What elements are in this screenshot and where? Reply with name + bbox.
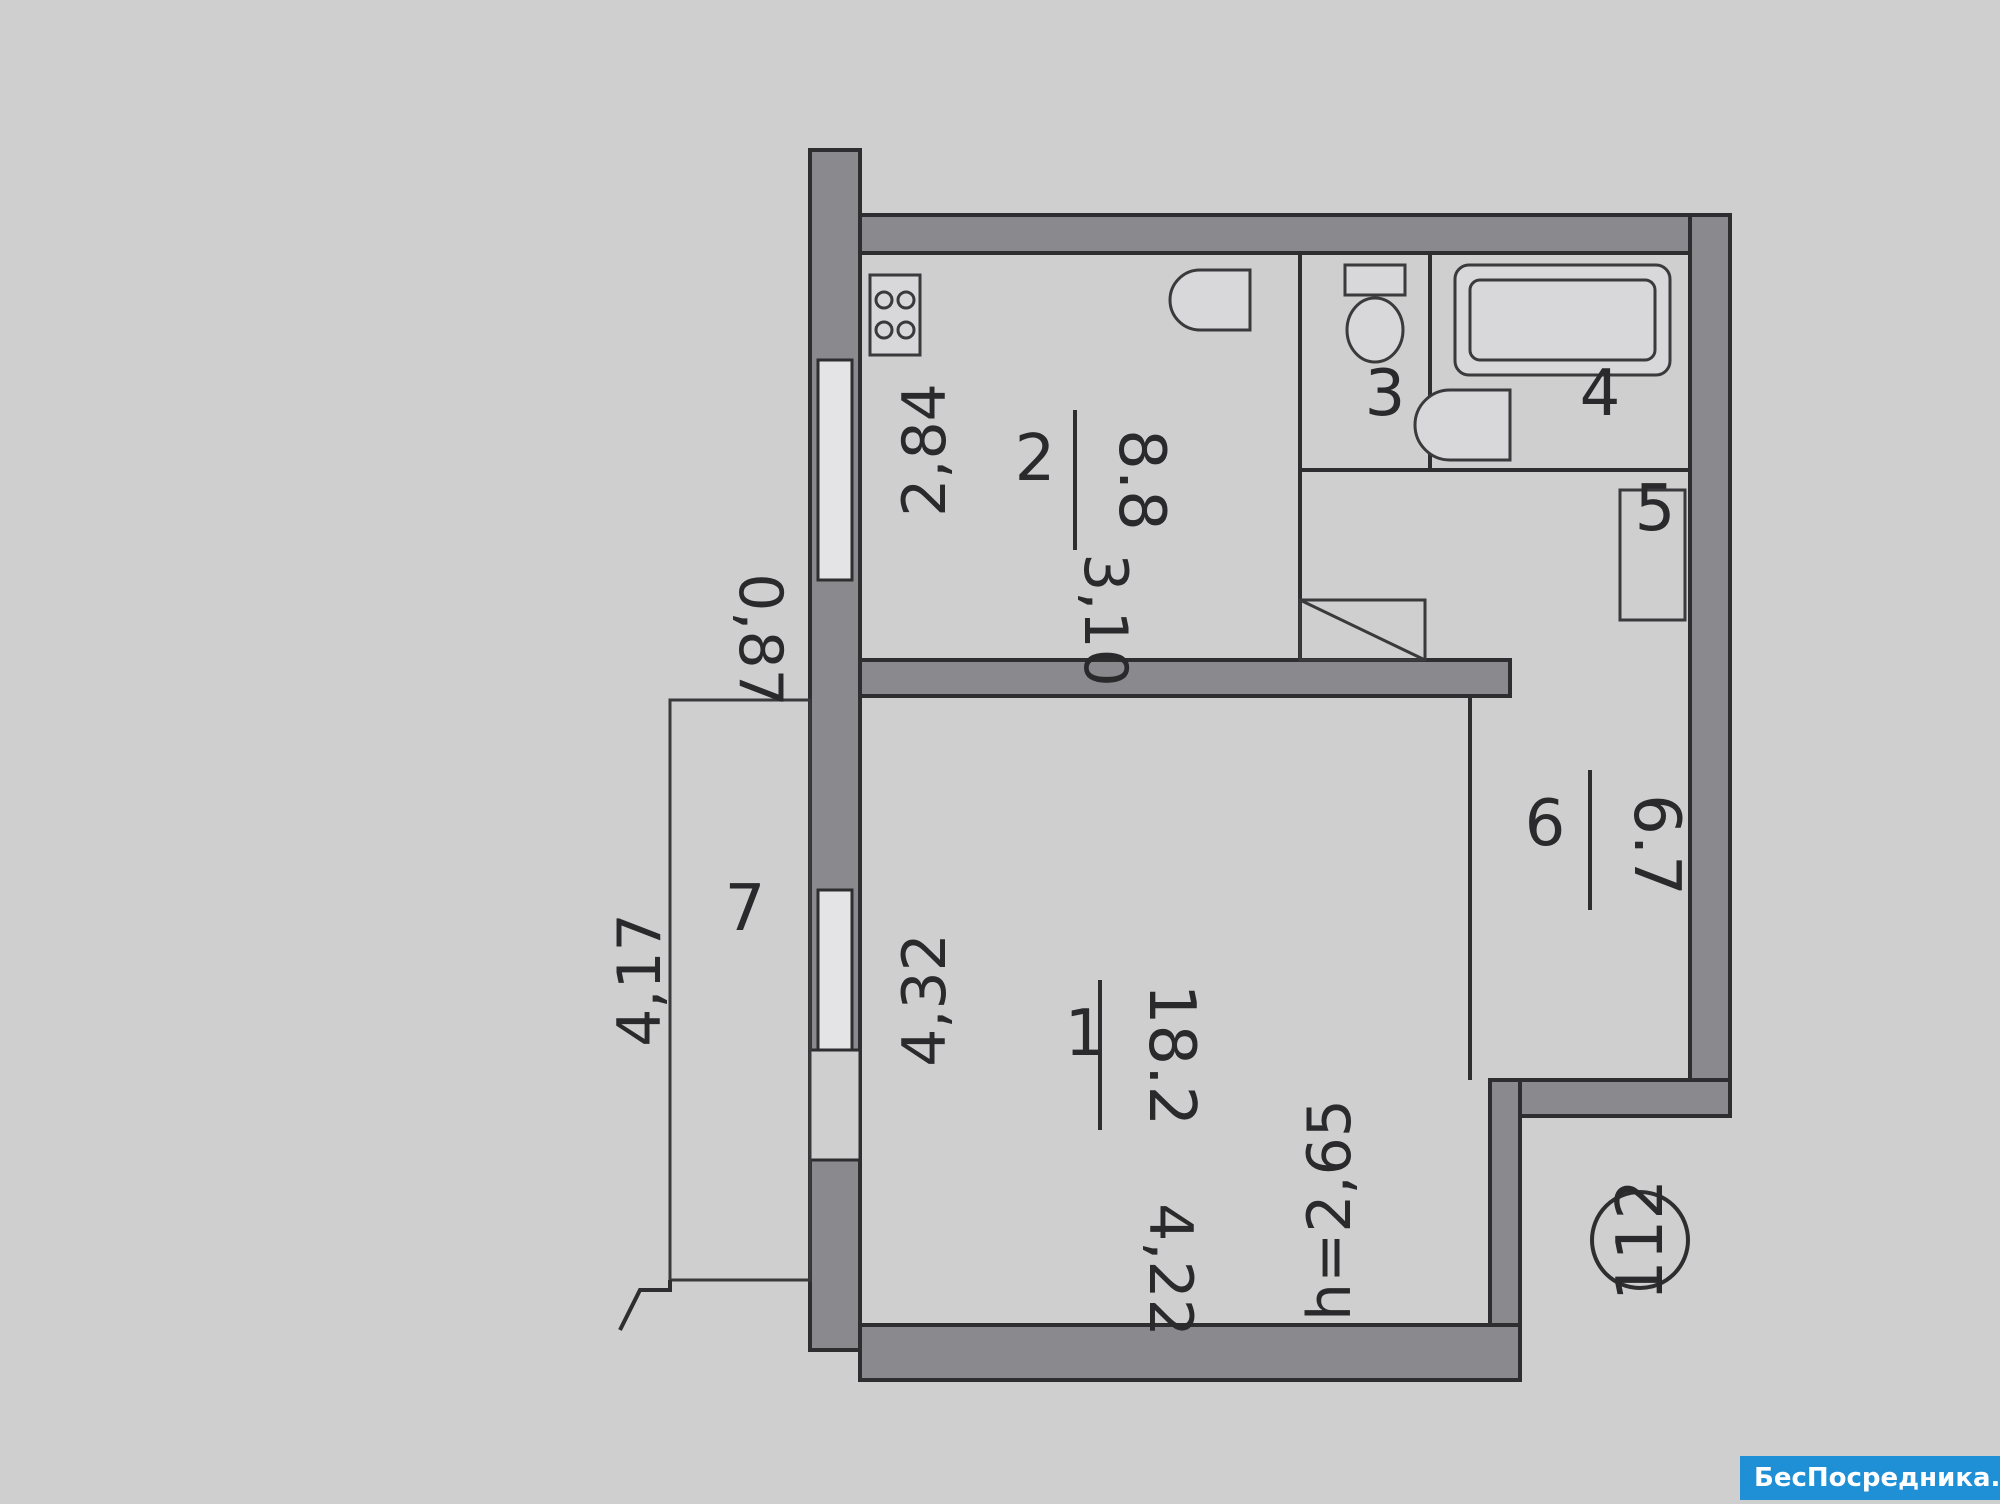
- room-4-number: 4: [1580, 357, 1621, 431]
- bottom-wall: [858, 1323, 1522, 1382]
- watermark-text: БесПосредника.ru: [1754, 1463, 2000, 1493]
- room-5-number: 5: [1635, 472, 1676, 546]
- plan-number-stamp: 112: [1590, 1179, 1690, 1301]
- room-7-number: 7: [725, 872, 766, 946]
- dimension-room-width: 4,22: [1135, 1203, 1205, 1337]
- room-window: [816, 888, 854, 1052]
- room-3-number: 3: [1365, 357, 1406, 431]
- washbasin-icon: [1413, 388, 1512, 462]
- closet-5: [1618, 488, 1687, 622]
- burner-icon: [896, 290, 916, 310]
- dimension-balcony: 4,17: [605, 913, 675, 1047]
- room-2-area: 8.8: [1104, 429, 1178, 531]
- burner-icon: [896, 320, 916, 340]
- toilet-tank-icon: [1343, 263, 1407, 297]
- dimension-balcony-depth: 0,87: [725, 573, 795, 707]
- balcony-door: [808, 1048, 862, 1162]
- balcony-break: [618, 1280, 672, 1331]
- burner-icon: [874, 320, 894, 340]
- dimension-kitchen-window: 2,84: [890, 383, 960, 517]
- facade-wall: [808, 148, 862, 1352]
- stove-icon: [868, 273, 922, 357]
- partition-wall: [858, 658, 1512, 698]
- top-wall: [858, 213, 1722, 255]
- room-1-area: 18.2: [1134, 984, 1208, 1127]
- bottom-right-wall: [1488, 1078, 1732, 1118]
- dimension-room-window: 4,32: [890, 933, 960, 1067]
- bathtub-icon: [1453, 263, 1672, 377]
- room-labels: 1 18.2 2 8.8 3 4 5 6 6.7 7: [725, 357, 1693, 1130]
- stair-diagonal: [1299, 598, 1426, 662]
- balcony: [668, 698, 812, 1282]
- stair-niche: [1298, 598, 1427, 662]
- plan-number: 112: [1604, 1179, 1678, 1301]
- room-2-number: 2: [1015, 422, 1056, 496]
- kitchen-window: [816, 358, 854, 582]
- stamp-circle: [1590, 1190, 1690, 1290]
- windows: [808, 358, 862, 1162]
- toilet-icon: [1345, 296, 1405, 364]
- room-6-number: 6: [1525, 787, 1566, 861]
- dimensions: 4,17 4,32 4,22 2,84 3,10 0,87 h=2,65: [605, 383, 1365, 1337]
- room-6-area: 6.7: [1619, 794, 1693, 896]
- kitchen-sink-icon: [1168, 268, 1252, 332]
- walls: [808, 148, 1732, 1382]
- fixtures: [868, 263, 1687, 662]
- dimension-kitchen-length: 3,10: [1070, 553, 1140, 687]
- bathtub-inner-icon: [1468, 278, 1657, 362]
- ceiling-height: h=2,65: [1295, 1099, 1365, 1321]
- burner-icon: [874, 290, 894, 310]
- watermark: БесПосредника.ru: [1740, 1456, 2000, 1500]
- right-wall: [1688, 213, 1732, 1117]
